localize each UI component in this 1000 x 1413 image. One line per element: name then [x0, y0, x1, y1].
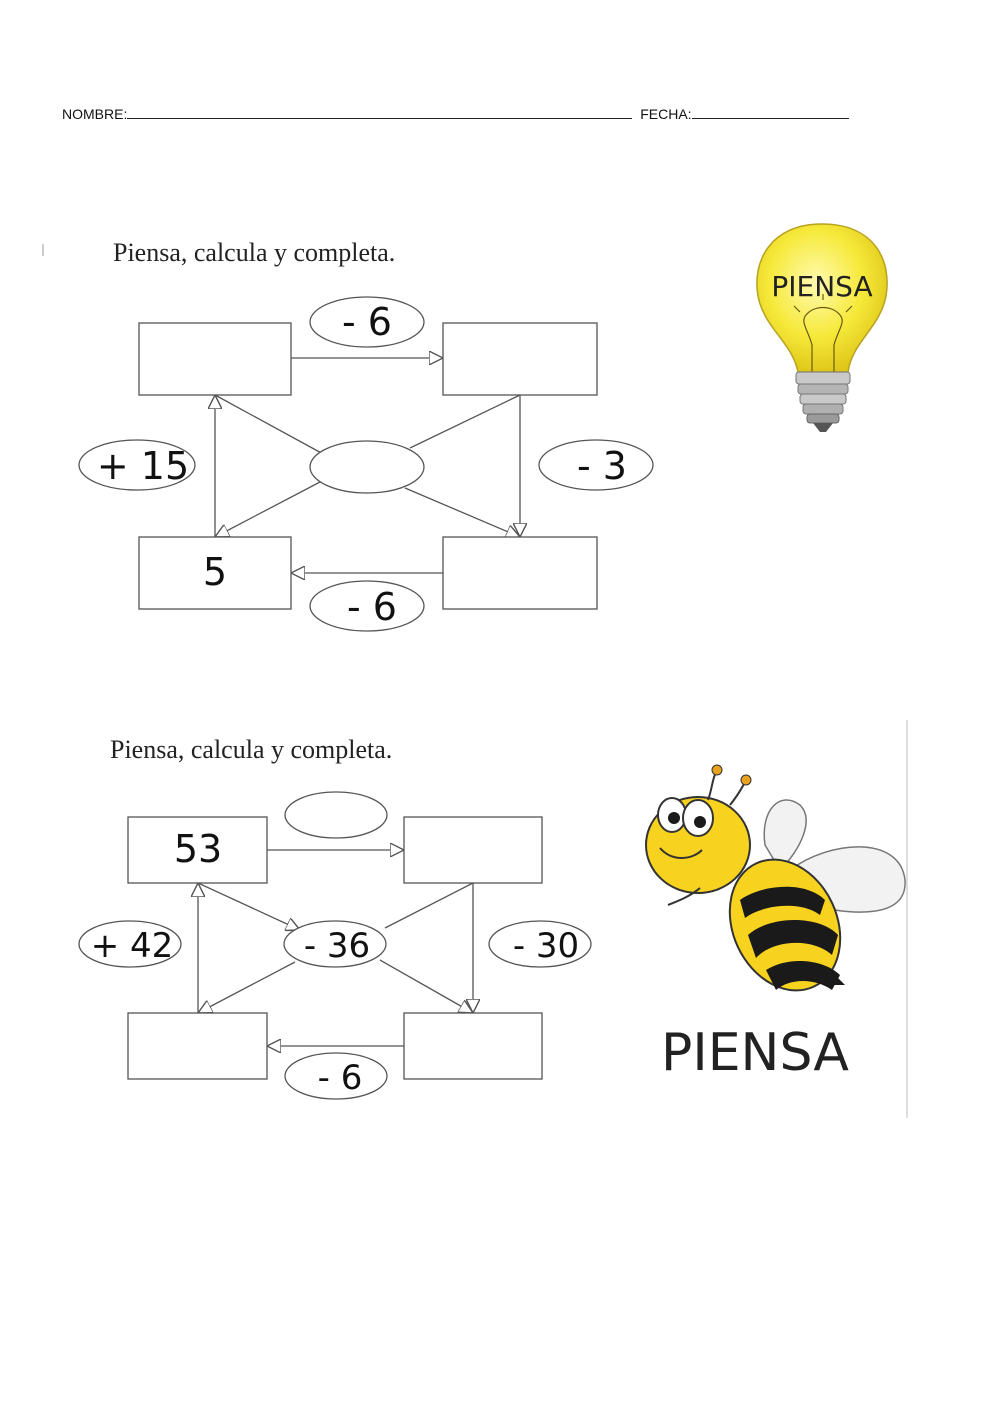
ex2-oval-center — [283, 920, 387, 968]
ex2-oval-left — [78, 920, 182, 968]
exercise1-diagram — [215, 358, 520, 573]
bee-label: PIENSA — [661, 1023, 849, 1083]
ex2-right-op: - 30 — [513, 926, 579, 966]
ex1-top-op: - 6 — [342, 300, 392, 344]
date-blank-line[interactable] — [691, 105, 849, 119]
ex1-box-top-right[interactable] — [442, 322, 598, 396]
name-blank-line[interactable] — [127, 105, 633, 119]
exercise1-title: Piensa, calcula y completa. — [113, 238, 396, 267]
ex1-box-bottom-left[interactable] — [138, 536, 292, 610]
ex1-box-bottom-right[interactable] — [442, 536, 598, 610]
exercise2-title: Piensa, calcula y completa. — [110, 735, 393, 764]
ex2-top-left-value: 53 — [174, 827, 222, 871]
ex1-oval-center[interactable] — [309, 440, 425, 494]
date-label: FECHA: — [640, 106, 692, 122]
exercise2-diagram — [198, 850, 473, 1046]
ex2-oval-top[interactable] — [284, 791, 388, 839]
ex2-left-op: + 42 — [91, 926, 174, 966]
lightbulb-icon: PIENSA — [756, 223, 888, 432]
ex1-left-op: + 15 — [97, 444, 189, 488]
ex2-center-op: - 36 — [304, 926, 370, 966]
header-line: NOMBRE: FECHA: — [62, 105, 849, 122]
ex1-oval-bottom — [309, 580, 425, 632]
ex2-box-bottom-left[interactable] — [127, 1012, 268, 1080]
ex2-bottom-op: - 6 — [318, 1058, 363, 1098]
ex1-oval-right — [538, 439, 654, 491]
ex1-oval-left — [78, 439, 196, 491]
ex1-box-top-left[interactable] — [138, 322, 292, 396]
ex1-oval-top — [309, 296, 425, 348]
ex1-right-op: - 3 — [577, 444, 627, 488]
ex2-box-top-right[interactable] — [403, 816, 543, 884]
ex1-bottom-left-value: 5 — [203, 550, 227, 594]
ex2-oval-bottom — [284, 1052, 388, 1100]
ex2-oval-right — [488, 920, 592, 968]
bulb-label: PIENSA — [771, 270, 872, 303]
ex2-box-top-left[interactable] — [127, 816, 268, 884]
ex1-bottom-op: - 6 — [347, 585, 397, 629]
ex2-box-bottom-right[interactable] — [403, 1012, 543, 1080]
name-label: NOMBRE: — [62, 106, 128, 122]
bee-icon: PIENSA — [645, 764, 906, 1083]
